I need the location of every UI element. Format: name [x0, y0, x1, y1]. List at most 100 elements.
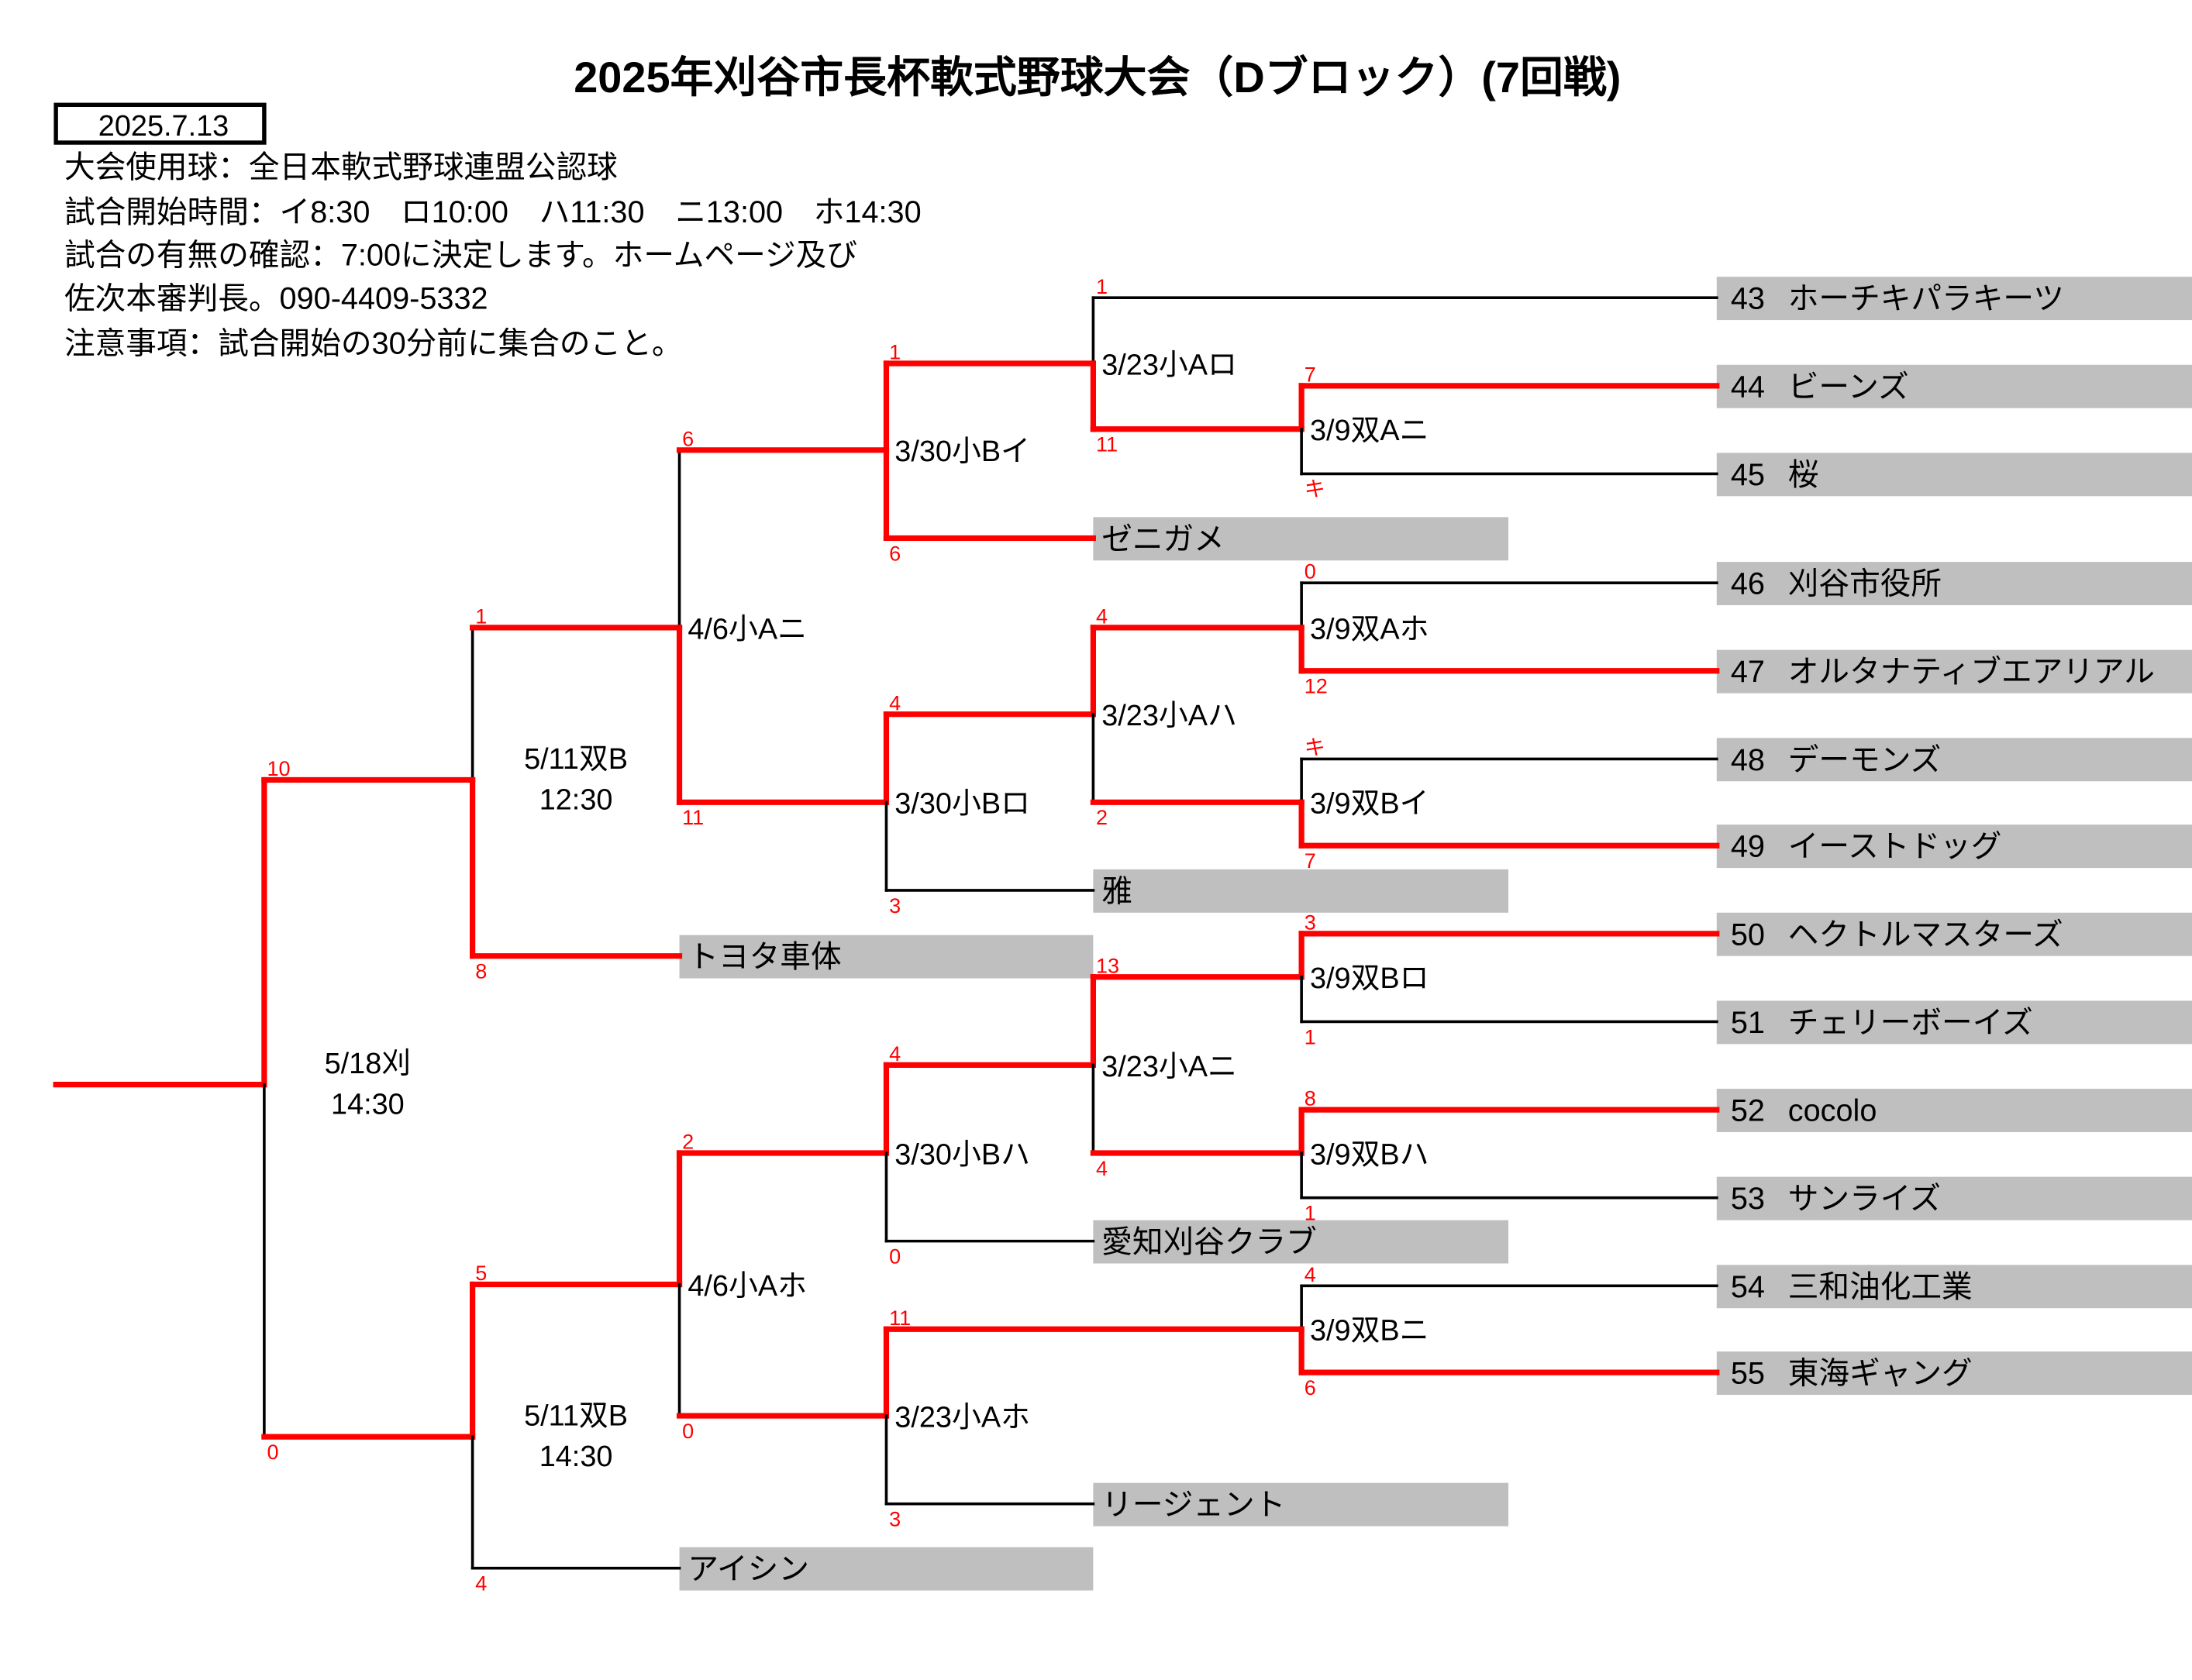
- top-score: キ: [1305, 736, 1325, 759]
- top-score: 4: [889, 691, 901, 714]
- top-score: 10: [267, 757, 290, 780]
- bottom-score: 3: [889, 1508, 901, 1531]
- bottom-score: 8: [475, 960, 487, 983]
- seeded-team-name: トヨタ車体: [688, 940, 841, 974]
- match-label-time: 14:30: [331, 1089, 405, 1121]
- team-box: [679, 935, 1094, 979]
- top-score: 2: [682, 1131, 694, 1154]
- team-box: [1716, 1176, 2192, 1220]
- team-name: 桜: [1788, 458, 1819, 492]
- top-score: 0: [1305, 560, 1316, 584]
- match-label: 3/23小Aニ: [1101, 1051, 1237, 1083]
- info-start-times: 試合開始時間：イ8:30 ロ10:00 ハ11:30 ニ13:00 ホ14:30: [64, 195, 922, 229]
- bottom-score: 4: [475, 1572, 487, 1596]
- team-box: [1716, 738, 2192, 782]
- seeded-team-name: ゼニガメ: [1101, 522, 1225, 556]
- team-name: 東海ギャング: [1788, 1357, 1973, 1391]
- match-label-date: 5/18刈: [325, 1048, 412, 1080]
- info-confirmation: 試合の有無の確認：7:00に決定します。ホームページ及び: [64, 239, 857, 273]
- match-label-time: 12:30: [539, 783, 613, 816]
- match-label: 4/6小Aニ: [688, 613, 807, 645]
- bottom-score: 2: [1096, 806, 1108, 829]
- match-label: 3/9双Aニ: [1310, 415, 1429, 447]
- team-number: 47: [1731, 655, 1765, 689]
- bottom-score: 0: [267, 1441, 278, 1464]
- match-label: 4/6小Aホ: [688, 1270, 807, 1303]
- seeded-team-name: 愛知刈谷クラブ: [1101, 1225, 1317, 1259]
- team-number: 50: [1731, 917, 1765, 952]
- top-score: 5: [475, 1262, 487, 1285]
- team-box: [1716, 912, 2192, 956]
- bottom-score: 0: [682, 1420, 694, 1443]
- team-number: 54: [1731, 1270, 1765, 1304]
- top-score: 4: [889, 1042, 901, 1065]
- team-number: 45: [1731, 458, 1765, 492]
- bottom-score: 3: [889, 894, 901, 917]
- date-label: 2025.7.13: [98, 110, 229, 143]
- date-box: [53, 102, 267, 145]
- team-name: イーストドッグ: [1788, 830, 2002, 864]
- page-title: 2025年刈谷市長杯軟式野球大会（Dブロック）(7回戦): [574, 53, 1621, 102]
- team-number: 51: [1731, 1006, 1765, 1040]
- team-number: 55: [1731, 1357, 1765, 1391]
- match-label-date: 5/11双B: [524, 743, 628, 776]
- top-score: 1: [1096, 275, 1108, 298]
- bottom-score: キ: [1305, 477, 1325, 501]
- team-number: 43: [1731, 282, 1765, 316]
- team-name: ホーチキパラキーツ: [1788, 282, 2064, 316]
- team-number: 53: [1731, 1182, 1765, 1216]
- team-name: サンライズ: [1788, 1182, 1941, 1216]
- bottom-score: 1: [1305, 1202, 1316, 1225]
- team-name: デーモンズ: [1788, 743, 1942, 777]
- team-box: [1093, 869, 1509, 913]
- team-name: 刈谷市役所: [1788, 567, 1942, 601]
- team-number: 49: [1731, 830, 1765, 864]
- team-box: [1716, 277, 2192, 321]
- team-box: [1716, 1265, 2192, 1309]
- team-box: [1716, 649, 2192, 694]
- match-label: 3/30小Bロ: [894, 788, 1030, 821]
- top-score: 4: [1096, 604, 1108, 628]
- top-score: 6: [682, 427, 694, 450]
- top-score: 13: [1096, 954, 1119, 977]
- team-box: [1716, 364, 2192, 408]
- team-number: 48: [1731, 743, 1765, 777]
- team-number: 44: [1731, 370, 1765, 404]
- team-box: [1716, 1089, 2192, 1132]
- team-box: [679, 1547, 1094, 1591]
- bottom-score: 6: [1305, 1376, 1316, 1399]
- team-box: [1093, 517, 1509, 561]
- bottom-score: 0: [889, 1245, 901, 1268]
- team-name: ビーンズ: [1788, 370, 1909, 404]
- match-label: 3/9双Bハ: [1310, 1138, 1429, 1171]
- top-score: 1: [889, 341, 901, 364]
- match-label: 3/9双Bイ: [1310, 788, 1429, 821]
- info-ball: 大会使用球：全日本軟式野球連盟公認球: [64, 150, 618, 184]
- bottom-score: 4: [1096, 1157, 1108, 1180]
- info-notes: 注意事項：試合開始の30分前に集合のこと。: [64, 326, 683, 360]
- match-label: 3/30小Bイ: [894, 435, 1030, 468]
- match-label-date: 5/11双B: [524, 1400, 628, 1433]
- seeded-team-name: 雅: [1101, 874, 1132, 908]
- match-label: 3/9双Aホ: [1310, 613, 1429, 645]
- bottom-score: 12: [1305, 675, 1328, 698]
- team-box: [1716, 1351, 2192, 1396]
- team-name: チェリーボーイズ: [1788, 1006, 2033, 1040]
- bottom-score: 11: [682, 806, 704, 829]
- top-score: 8: [1305, 1087, 1316, 1110]
- top-score: 11: [889, 1306, 911, 1330]
- match-label: 3/23小Aロ: [1101, 349, 1237, 381]
- team-number: 52: [1731, 1094, 1765, 1128]
- seeded-team-name: アイシン: [688, 1552, 809, 1586]
- match-label: 3/23小Aホ: [894, 1402, 1030, 1434]
- team-box: [1716, 562, 2192, 605]
- team-box: [1716, 453, 2192, 497]
- seeded-team-name: リージェント: [1101, 1488, 1285, 1522]
- match-label-time: 14:30: [539, 1441, 613, 1473]
- bottom-score: 6: [889, 542, 901, 565]
- top-score: 3: [1305, 911, 1316, 934]
- team-name: オルタナティブエアリアル: [1788, 655, 2155, 689]
- info-contact: 佐次本審判長。090-4409-5332: [64, 282, 488, 316]
- match-label: 3/30小Bハ: [894, 1138, 1030, 1171]
